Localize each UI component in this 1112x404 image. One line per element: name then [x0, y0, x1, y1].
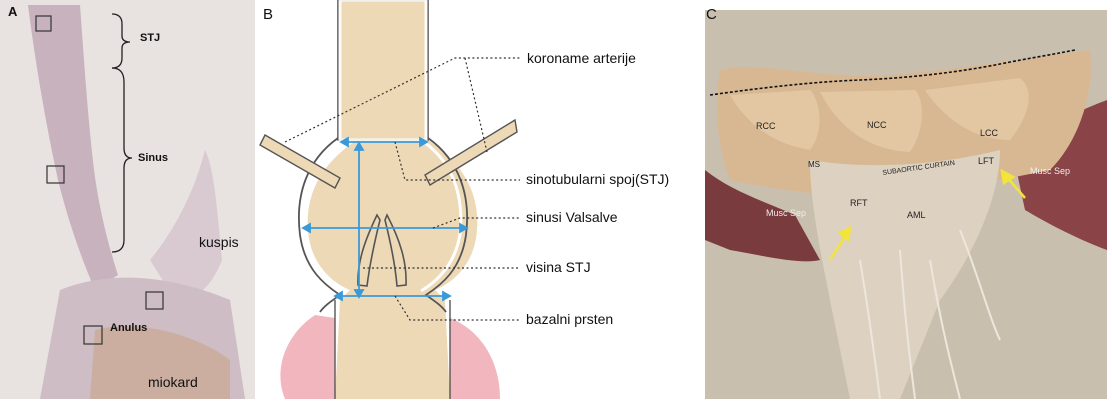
myocardium-left [280, 315, 335, 399]
leader-coronary-2 [465, 58, 487, 152]
panel-b-letter: B [263, 6, 273, 23]
musc-sep-right-label: Musc Sep [1030, 166, 1070, 176]
left-coronary-artery [260, 135, 340, 188]
panel-c-specimen-photo: C RCC NCC LCC MS SUBAORTIC CURTAIN LFT R… [700, 0, 1112, 399]
musc-sep-left-label: Musc Sep [766, 208, 806, 218]
lft-label: LFT [978, 156, 994, 166]
panel-a-histology: A STJ Sinus kuspis Anulus miokard [0, 0, 255, 399]
stj-height-label: visina STJ [526, 259, 591, 275]
sinuses-label: sinusi Valsalve [526, 209, 618, 225]
kuspis-label: kuspis [199, 234, 239, 250]
myocardium-right [450, 318, 500, 399]
coronary-arteries-label: koroname arterije [527, 50, 636, 66]
panel-b-schematic: B koroname arterije sinotubularni spoj(S… [255, 0, 700, 399]
ascending-aorta [338, 0, 428, 140]
rcc-label: RCC [756, 121, 776, 131]
ms-label: MS [808, 160, 820, 169]
histology-image [0, 0, 255, 399]
ncc-label: NCC [867, 120, 887, 130]
basal-ring-label: bazalni prsten [526, 311, 613, 327]
specimen-photo [700, 0, 1112, 399]
stj-junction-label: sinotubularni spoj(STJ) [526, 171, 669, 187]
lcc-label: LCC [980, 128, 998, 138]
aml-label: AML [907, 210, 926, 220]
rft-label: RFT [850, 198, 868, 208]
stj-label: STJ [140, 32, 160, 44]
panel-a-letter: A [8, 4, 17, 19]
miokard-label: miokard [148, 374, 198, 390]
sinus-label: Sinus [138, 152, 168, 164]
panel-c-letter: C [706, 6, 717, 23]
anulus-label: Anulus [110, 322, 147, 334]
